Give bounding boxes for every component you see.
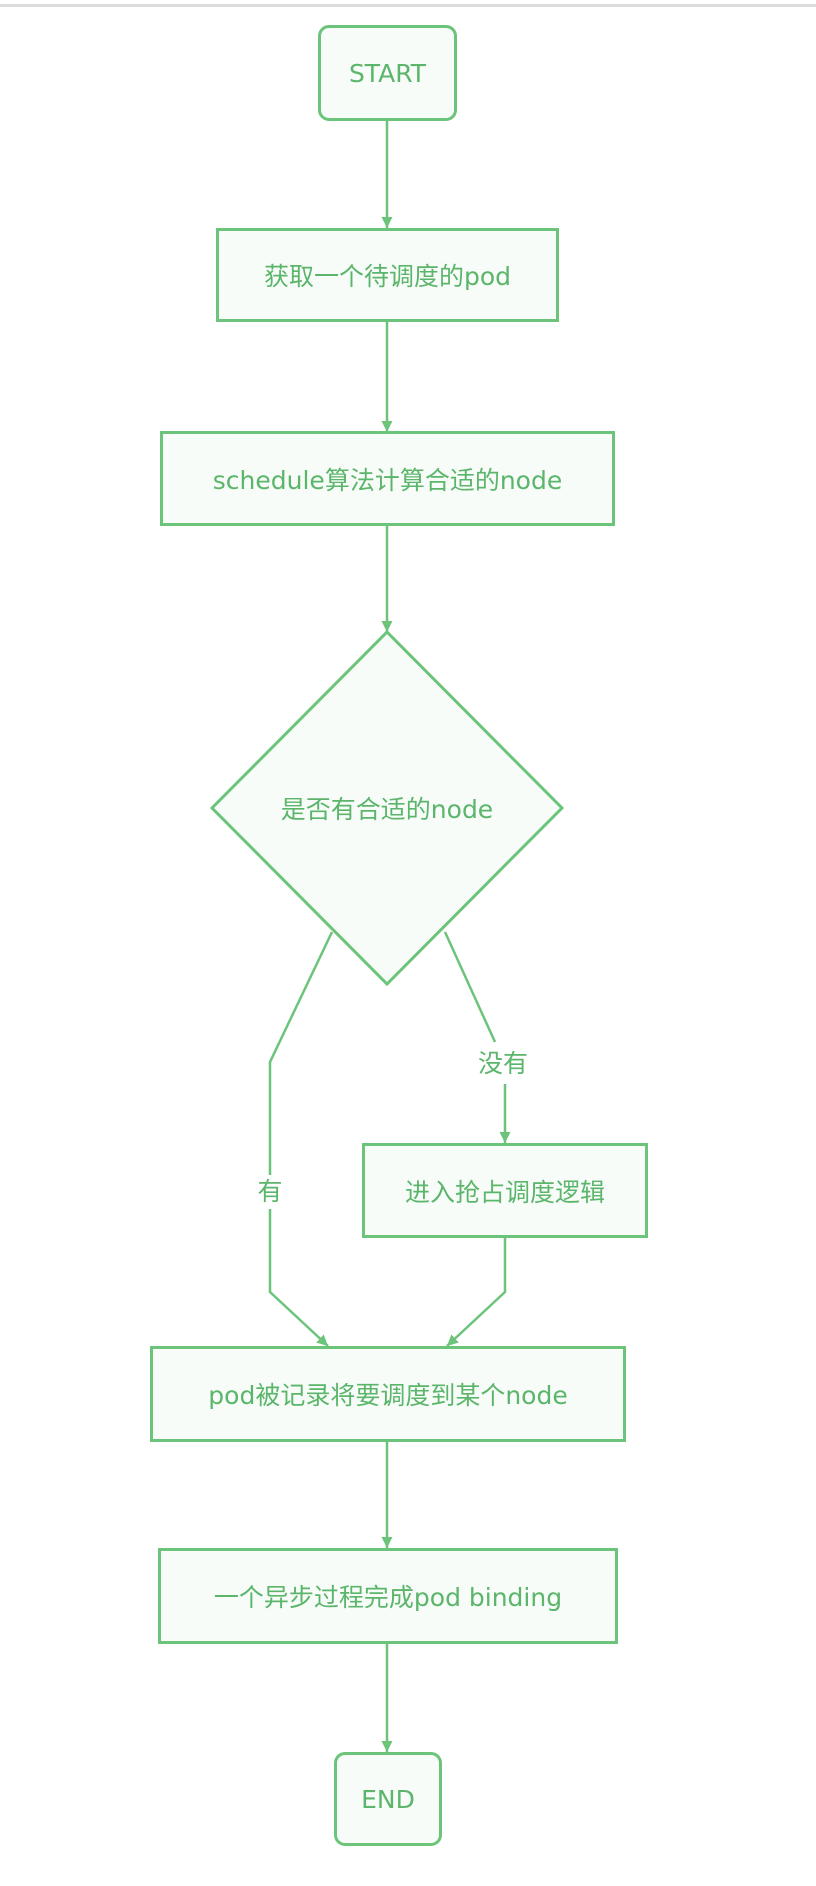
- record-node: pod被记录将要调度到某个node: [150, 1346, 626, 1442]
- edge-label-no: 没有: [477, 1047, 529, 1081]
- preempt-label: 进入抢占调度逻辑: [404, 1177, 605, 1207]
- top-divider: [0, 4, 816, 7]
- end-label: END: [361, 1784, 415, 1814]
- record-label: pod被记录将要调度到某个node: [208, 1381, 568, 1410]
- schedule-node: schedule算法计算合适的node: [160, 431, 615, 526]
- start-node: START: [318, 25, 457, 121]
- end-node: END: [334, 1752, 442, 1846]
- edge-preempt-to-record: [446, 1237, 507, 1347]
- decision-diamond: [209, 629, 565, 987]
- binding-label: 一个异步过程完成pod binding: [213, 1583, 563, 1612]
- get-pod-node: 获取一个待调度的pod: [216, 228, 559, 322]
- get-pod-label: 获取一个待调度的pod: [263, 262, 512, 291]
- preempt-node: 进入抢占调度逻辑: [362, 1143, 648, 1238]
- edge-label-yes: 有: [257, 1175, 283, 1209]
- schedule-label: schedule算法计算合适的node: [212, 465, 563, 495]
- edge-decision-no: [443, 931, 497, 1043]
- decision-label: 是否有合适的node: [280, 795, 494, 824]
- start-label: START: [348, 58, 427, 88]
- edge-decision-yes: [268, 931, 334, 1347]
- binding-node: 一个异步过程完成pod binding: [158, 1548, 618, 1644]
